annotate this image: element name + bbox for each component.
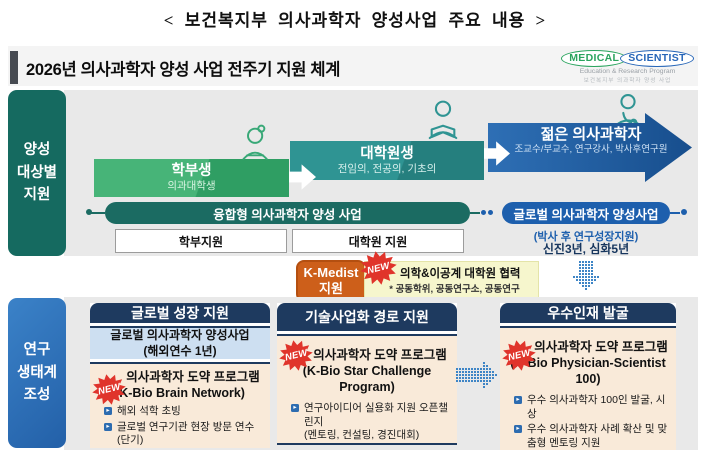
card-tech-commercialization: 기술사업화 경로 지원 의사과학자 도약 프로그램 (K-Bio Star Ch… [277, 303, 457, 445]
bullet-item: ▸연구아이디어 실용화 지원 오픈챌린지 (멘토링, 컨설팅, 경진대회) [291, 402, 449, 443]
pill-global-note2: 신진3년, 심화5년 [542, 242, 630, 256]
bullet-icon: ▸ [514, 396, 522, 404]
program-subtitle: (K-Bio Brain Network) [115, 386, 245, 401]
bullet-icon: ▸ [514, 425, 522, 433]
pill-global-program: 글로벌 의사과학자 양성사업 [502, 202, 670, 224]
top-sidebar-label: 양성 대상별 지원 [8, 90, 66, 256]
connector-dot [488, 210, 493, 215]
stage-young-scientist-arrow [488, 113, 692, 182]
flow-arrow-icon [289, 164, 316, 190]
bullet-item: ▸해외 석학 초빙 [104, 405, 262, 419]
header-title: 2026년 의사과학자 양성 사업 전주기 지원 체계 [26, 60, 341, 79]
flow-arrow-icon [484, 141, 510, 166]
logo-scientist-oval: SCIENTIST [620, 50, 694, 67]
connector-line [470, 212, 480, 214]
stage-graduate-title: 대학원생 [360, 145, 414, 162]
grad-student-icon [426, 100, 460, 142]
student-girl-icon [240, 123, 272, 161]
stage-undergraduate-title: 학부생 [171, 163, 212, 179]
pill-global-note1: (박사 후 연구성장지원) [533, 231, 639, 243]
connector-line [91, 212, 105, 214]
partner-box [364, 261, 539, 299]
connector-dot [481, 210, 486, 215]
logo-medical-oval: MEDICAL [561, 50, 628, 67]
page-title: < 보건복지부 의사과학자 양성사업 주요 내용 > [163, 11, 547, 30]
header-accent-bar [10, 51, 18, 84]
card-global-growth-highlight: 글로벌 의사과학자 양성사업 (해외연수 1년) [90, 326, 270, 360]
card-tech-header: 기술사업화 경로 지원 [277, 303, 457, 331]
stage-undergraduate: 학부생 의과대학생 [94, 159, 289, 197]
program-title: 의사과학자 도약 프로그램 [313, 348, 447, 362]
logo-subtext: 보건복지부 의과학자 양성 사업 [583, 78, 672, 84]
stage-graduate: 대학원생 전임의, 전공의, 기초의 [290, 141, 484, 180]
bullet-item: ▸글로벌 연구기관 현장 방문 연수(단기) [104, 421, 262, 448]
card-talent-header: 우수인재 발굴 [500, 303, 676, 323]
stage-undergraduate-subtitle: 의과대학생 [167, 180, 216, 192]
card-global-growth-header: 글로벌 성장 지원 [90, 303, 270, 323]
program-title: 의사과학자 도약 프로그램 [534, 340, 668, 354]
connector-dot [86, 209, 92, 215]
bullet-item: ▸우수 의사과학자 사례 확산 및 맞춤형 멘토링 지원 [514, 423, 668, 450]
connector-dot [681, 209, 687, 215]
kmedist-box: K-Medist 지원 [296, 260, 366, 302]
program-subtitle: (K-Bio Star Challenge Program) [302, 364, 432, 394]
partner-title: 의학&이공계 대학원 협력 [400, 268, 521, 280]
support-box-undergrad: 학부지원 [115, 229, 287, 253]
bullet-item: ▸우수 의사과학자 100인 발굴, 시상 [514, 394, 668, 421]
card-talent-body: 의사과학자 도약 프로그램 (K-Bio Physician-Scientist… [500, 326, 676, 450]
connector-line [670, 212, 680, 214]
card-global-growth: 글로벌 성장 지원 글로벌 의사과학자 양성사업 (해외연수 1년) 의사과학자… [90, 303, 270, 448]
card-global-growth-body: 의사과학자 도약 프로그램 (K-Bio Brain Network) ▸해외 … [90, 362, 270, 448]
stage-graduate-subtitle: 전임의, 전공의, 기초의 [337, 162, 437, 175]
pill-convergence-program: 융합형 의사과학자 양성 사업 [105, 202, 470, 224]
card-talent-discovery: 우수인재 발굴 의사과학자 도약 프로그램 (K-Bio Physician-S… [500, 303, 676, 450]
stage-young-scientist: 젊은 의사과학자 조교수/부교수, 연구강사, 박사후연구원 [498, 126, 684, 156]
program-title: 의사과학자 도약 프로그램 [126, 370, 260, 385]
bottom-sidebar-label: 연구 생태계 조성 [8, 298, 66, 448]
bullet-icon: ▸ [104, 422, 112, 431]
stage-young-scientist-subtitle: 조교수/부교수, 연구강사, 박사후연구원 [514, 144, 668, 155]
partner-subtitle: * 공동학위, 공동연구소, 공동연구 [389, 284, 520, 295]
stage-young-scientist-title: 젊은 의사과학자 [540, 126, 642, 143]
logo-program-text: Education & Research Program [579, 68, 676, 75]
bullet-icon: ▸ [104, 407, 112, 416]
program-subtitle: (K-Bio Physician-Scientist 100) [510, 356, 666, 386]
bullet-icon: ▸ [291, 404, 299, 412]
support-box-grad: 대학원 지원 [292, 229, 464, 253]
